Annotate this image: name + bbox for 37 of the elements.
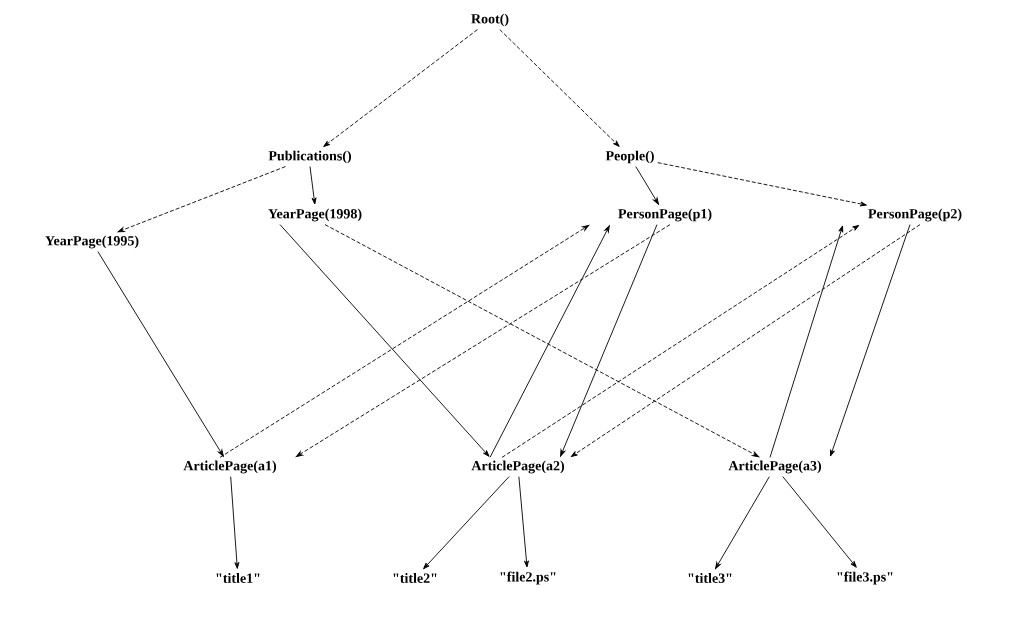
arrow (657, 162, 867, 207)
node-label: People() (605, 150, 654, 164)
node-label: "file3.ps" (837, 571, 893, 585)
arrow (769, 225, 844, 458)
node-label: "file2.ps" (500, 571, 556, 585)
node-label: "title3" (688, 573, 732, 583)
node-label: YearPage(1995) (45, 235, 139, 249)
arrow (219, 224, 590, 458)
node-label: PersonPage(p2) (868, 208, 962, 222)
arrow (560, 224, 658, 457)
arrow (97, 251, 224, 457)
node-label: "title2" (393, 573, 437, 583)
arrow (117, 166, 286, 233)
node-label: Publications() (268, 150, 351, 164)
node-label: "title1" (216, 573, 260, 583)
node-label: ArticlePage(a3) (728, 460, 822, 474)
arrow (570, 224, 921, 458)
node-label: ArticlePage(a2) (471, 460, 565, 474)
arrow (324, 224, 760, 458)
node-label: ArticlePage(a1) (183, 460, 277, 474)
node-label: Root() (471, 13, 509, 27)
arrow (295, 224, 671, 458)
node-label: YearPage(1998) (268, 208, 362, 222)
arrow (635, 166, 659, 205)
arrow (489, 225, 610, 458)
arrow (323, 29, 478, 148)
arrow (230, 476, 240, 569)
arrow (715, 476, 770, 570)
arrow (423, 476, 510, 570)
arrow (501, 224, 860, 458)
node-label: PersonPage(p1) (618, 208, 712, 222)
arrow (309, 166, 317, 205)
arrow (782, 476, 857, 568)
arrow (830, 224, 911, 457)
arrow (279, 224, 490, 457)
arrow (518, 476, 529, 568)
arrow (499, 29, 620, 147)
